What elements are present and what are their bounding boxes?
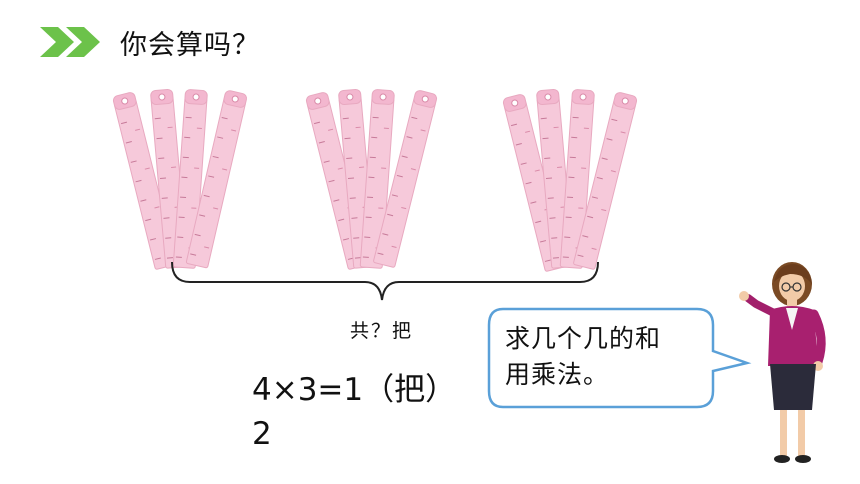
equation-line-1: 4×3=1（把） — [252, 372, 457, 408]
title-row: 你会算吗？ — [40, 22, 260, 62]
speech-bubble-line-2: 用乘法。 — [505, 360, 610, 389]
teacher-figure — [739, 262, 826, 463]
ruler-group-2 — [304, 88, 439, 271]
question-text: 共？把 — [350, 320, 414, 342]
grouping-brace — [171, 261, 599, 301]
ruler-group-3 — [501, 88, 639, 273]
speech-bubble-text: 求几个几的和 用乘法。 — [505, 321, 715, 393]
page-title: 你会算吗？ — [120, 29, 260, 61]
equation: 4×3=1（把） 2 — [252, 368, 456, 456]
equation-line-2: 2 — [252, 416, 272, 452]
double-chevron-icon — [40, 27, 100, 57]
speech-bubble-line-1: 求几个几的和 — [505, 324, 662, 353]
speech-bubble — [487, 307, 752, 409]
ruler-group-1 — [111, 88, 249, 271]
